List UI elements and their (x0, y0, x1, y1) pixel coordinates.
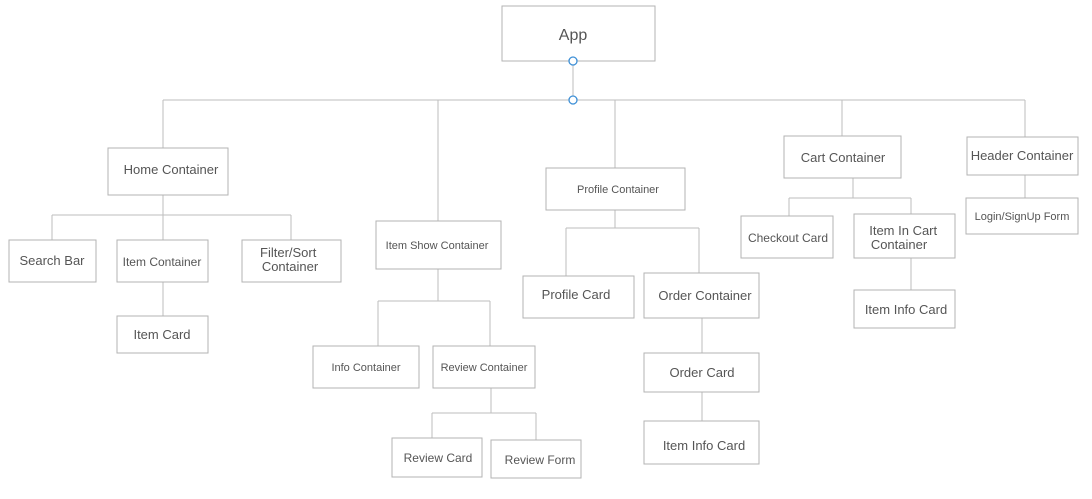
node-item-in-cart-container-line-1: Item In Cart (869, 223, 937, 238)
node-cart-container: Cart Container (783, 135, 902, 179)
node-item-card-label: Item Card (133, 327, 190, 342)
node-order-container-label: Order Container (658, 288, 752, 303)
node-checkout-card-label: Checkout Card (748, 231, 828, 245)
node-cart-item-info-card: Item Info Card (853, 289, 956, 329)
node-filter-sort-container-line-2: Container (262, 259, 319, 274)
node-profile-container-label: Profile Container (577, 184, 659, 196)
node-item-show-container: Item Show Container (375, 220, 502, 270)
node-checkout-card: Checkout Card (740, 215, 834, 259)
node-filter-sort-container: Filter/Sort Container (241, 239, 342, 283)
node-profile-card-label: Profile Card (542, 287, 611, 302)
node-login-signup-form-label: Login/SignUp Form (975, 211, 1070, 223)
node-profile-container: Profile Container (545, 167, 686, 211)
connection-handle-bus[interactable] (568, 95, 578, 105)
node-info-container-label: Info Container (331, 362, 400, 374)
node-item-in-cart-container: Item In Cart Container (853, 213, 956, 259)
node-order-container: Order Container (643, 272, 760, 319)
node-home-container: Home Container (107, 147, 229, 196)
node-review-card: Review Card (391, 437, 483, 478)
node-profile-card: Profile Card (522, 275, 635, 319)
connection-handle-top[interactable] (568, 56, 578, 66)
node-item-card: Item Card (116, 315, 209, 354)
node-review-container-label: Review Container (441, 362, 528, 374)
connectors (51, 61, 1026, 440)
node-search-bar-label: Search Bar (19, 253, 85, 268)
node-review-card-label: Review Card (404, 451, 473, 465)
node-review-form-label: Review Form (505, 453, 576, 467)
node-login-signup-form: Login/SignUp Form (965, 197, 1079, 235)
node-order-card-label: Order Card (669, 365, 734, 380)
node-header-container-label: Header Container (971, 148, 1074, 163)
node-filter-sort-container-line-1: Filter/Sort (260, 245, 317, 260)
node-app-label: App (559, 27, 588, 44)
node-review-container: Review Container (432, 345, 536, 389)
node-home-container-label: Home Container (124, 162, 219, 177)
node-cart-item-info-card-label: Item Info Card (865, 302, 947, 317)
node-item-container: Item Container (116, 239, 209, 283)
node-item-container-label: Item Container (123, 255, 202, 269)
node-order-item-info-card: Item Info Card (643, 420, 760, 465)
node-cart-container-label: Cart Container (801, 150, 886, 165)
node-header-container: Header Container (966, 136, 1079, 176)
node-order-item-info-card-label: Item Info Card (663, 438, 745, 453)
node-filter-sort-container-label: Filter/Sort Container (260, 245, 320, 274)
node-review-form: Review Form (490, 439, 582, 479)
node-search-bar: Search Bar (8, 239, 97, 283)
node-item-show-container-label: Item Show Container (386, 240, 489, 252)
node-info-container: Info Container (312, 345, 420, 389)
node-item-in-cart-container-label: Item In Cart Container (869, 223, 941, 252)
node-app: App (501, 5, 656, 62)
node-order-card: Order Card (643, 352, 760, 393)
node-item-in-cart-container-line-2: Container (871, 237, 928, 252)
